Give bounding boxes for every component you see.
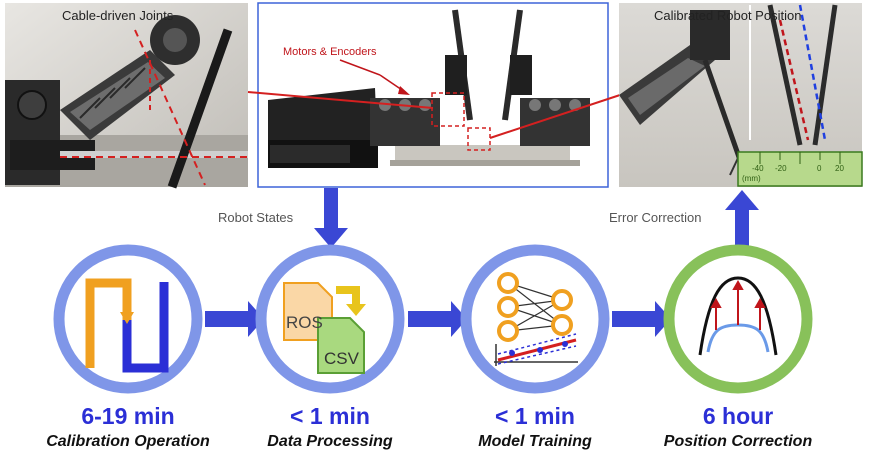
ruler-tick: -40	[752, 164, 764, 173]
ruler-unit: (mm)	[742, 174, 761, 183]
model-training-label: Model Training	[478, 433, 592, 450]
ros-file-label: ROS	[286, 313, 323, 332]
flow-arrow-3	[612, 301, 671, 337]
calibration-stage-circle	[53, 244, 203, 394]
data-processing-stage-circle	[255, 244, 405, 394]
position-correction-time: 6 hour	[702, 403, 774, 429]
error-correction-arrow	[725, 190, 759, 256]
csv-file-label: CSV	[324, 349, 359, 368]
ruler-tick: 20	[835, 164, 844, 173]
ruler-tick: -20	[775, 164, 787, 173]
motors-encoders-photo	[257, 2, 609, 188]
calibration-operation-label: Calibration Operation	[46, 433, 210, 450]
position-correction-stage-circle	[663, 244, 813, 394]
csv-file-icon	[317, 317, 365, 374]
motors-encoders-label: Motors & Encoders	[283, 46, 377, 58]
calibrated-robot-position-label: Calibrated Robot Position	[654, 8, 802, 23]
flow-arrow-1	[205, 301, 264, 337]
neural-network-icon	[497, 272, 573, 342]
data-processing-label: Data Processing	[267, 433, 393, 450]
ruler-tick: 0	[817, 164, 822, 173]
data-processing-time: < 1 min	[290, 403, 370, 429]
convert-arrow-icon	[336, 286, 366, 316]
robot-states-arrow	[314, 188, 348, 248]
cable-driven-joints-label: Cable-driven Joints	[62, 8, 174, 23]
regression-plot-icon	[494, 333, 578, 366]
error-correction-label: Error Correction	[609, 210, 702, 225]
calibrated-robot-photo	[619, 3, 863, 187]
model-training-time: < 1 min	[495, 403, 575, 429]
calibration-time: 6-19 min	[81, 403, 175, 429]
cable-driven-joints-photo	[5, 3, 248, 189]
callout-line-left	[247, 91, 434, 109]
robot-states-label: Robot States	[218, 210, 294, 225]
correction-curves-icon	[698, 276, 778, 356]
callout-line-right	[489, 94, 621, 139]
calibration-trajectory-icon	[85, 278, 169, 373]
flow-arrow-2	[408, 301, 467, 337]
position-correction-label: Position Correction	[663, 433, 813, 450]
model-training-stage-circle	[460, 244, 610, 394]
